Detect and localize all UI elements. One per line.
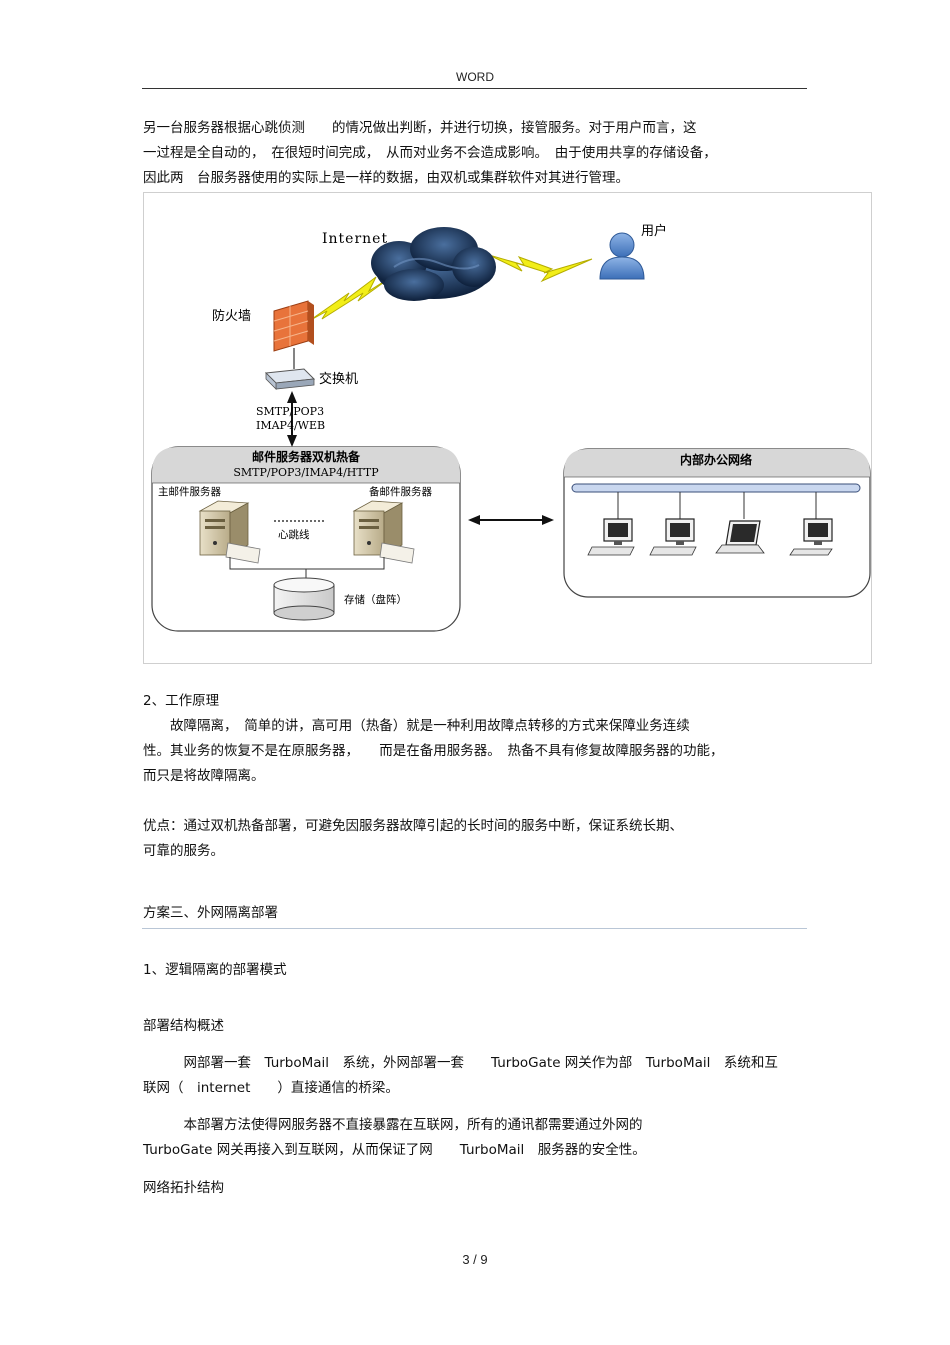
user-icon <box>599 232 645 280</box>
intro-line-1: 另一台服务器根据心跳侦测 的情况做出判断，并进行切换，接管服务。对于用户而言，这 <box>143 120 697 136</box>
section-2-heading: 2、工作原理 <box>143 693 220 709</box>
intro-line-3: 因此两 台服务器使用的实际上是一样的数据，由双机或集群软件对其进行管理。 <box>143 170 629 186</box>
intro-line-2: 一过程是全自动的， 在很短时间完成， 从而对业务不会造成影响。 由于使用共享的存… <box>143 145 717 161</box>
structure-para-1-line-1: 网部署一套 TurboMail 系统，外网部署一套 TurboGate 网关作为… <box>143 1055 778 1071</box>
section-3-subheading: 1、逻辑隔离的部署模式 <box>143 962 287 978</box>
cluster-title-line-2: SMTP/POP3/IMAP4/HTTP <box>233 466 379 479</box>
page-number: 3 / 9 <box>462 1252 488 1267</box>
backup-server-icon <box>352 500 415 564</box>
heartbeat-label: 心跳线 <box>278 528 310 541</box>
hot-standby-network-diagram: Internet 用户 防火墙 交换机 <box>143 192 872 664</box>
header-divider <box>142 88 807 89</box>
bidirectional-arrow-icon <box>468 515 554 525</box>
laptop-icon <box>715 520 765 554</box>
primary-server-icon <box>198 500 261 564</box>
office-network-label: 内部办公网络 <box>680 452 752 467</box>
structure-para-2-line-1: 本部署方法使得网服务器不直接暴露在互联网，所有的通讯都需要通过外网的 <box>143 1117 643 1133</box>
structure-para-2-line-2: TurboGate 网关再接入到互联网，从而保证了网 TurboMail 服务器… <box>143 1142 646 1158</box>
lightning-bolt-icon <box>488 254 593 283</box>
section-3-divider <box>142 928 807 929</box>
switch-label: 交换机 <box>319 371 358 387</box>
section-2-line-3: 而只是将故障隔离。 <box>143 768 265 784</box>
structure-heading: 部署结构概述 <box>143 1018 224 1034</box>
desktop-computer-icon <box>789 518 833 556</box>
backup-server-label: 备邮件服务器 <box>369 485 432 498</box>
lan-bus <box>571 483 861 493</box>
structure-para-1-line-2: 联网（ internet ）直接通信的桥梁。 <box>143 1080 399 1096</box>
advantage-line-1: 优点：通过双机热备部署，可避免因服务器故障引起的长时间的服务中断，保证系统长期、 <box>143 818 683 834</box>
section-2-line-2: 性。其业务的恢复不是在原服务器， 而是在备用服务器。 热备不具有修复故障服务器的… <box>143 743 724 759</box>
advantage-line-2: 可靠的服务。 <box>143 843 224 859</box>
desktop-computer-icon <box>649 518 697 556</box>
section-3-heading: 方案三、外网隔离部署 <box>143 905 278 921</box>
desktop-computer-icon <box>587 518 635 556</box>
bidirectional-arrow-icon <box>287 391 297 447</box>
topology-heading: 网络拓扑结构 <box>143 1180 224 1196</box>
firewall-icon <box>273 300 314 352</box>
internet-label: Internet <box>322 231 388 247</box>
page-header-title: WORD <box>456 70 494 84</box>
mail-cluster-panel <box>151 446 461 632</box>
protocols-line-1: SMTP/POP3 <box>256 405 324 418</box>
section-2-line-1: 故障隔离， 简单的讲，高可用（热备）就是一种利用故障点转移的方式来保障业务连续 <box>143 718 690 734</box>
primary-server-label: 主邮件服务器 <box>158 485 221 498</box>
storage-disk-array-icon <box>273 577 335 621</box>
network-switch-icon <box>264 368 316 390</box>
protocols-line-2: IMAP4/WEB <box>256 419 325 432</box>
firewall-label: 防火墙 <box>212 308 251 324</box>
internet-cloud-icon <box>371 227 496 301</box>
cluster-title-line-1: 邮件服务器双机热备 <box>252 449 361 464</box>
storage-label: 存储（盘阵） <box>344 593 407 606</box>
user-label: 用户 <box>641 223 667 239</box>
